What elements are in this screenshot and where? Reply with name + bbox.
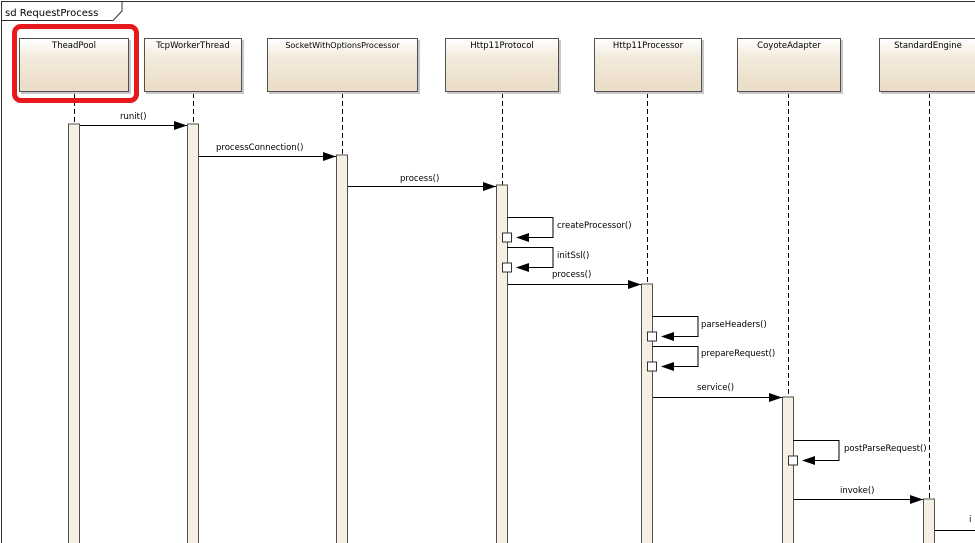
self-call-head-createprocessor xyxy=(516,233,529,242)
nested-activation-preparerequest xyxy=(647,361,657,372)
self-call-preparerequest xyxy=(652,346,699,367)
message-label-parseheaders: parseHeaders() xyxy=(701,320,767,330)
participant-box-standardengine[interactable] xyxy=(879,38,975,92)
activation-bar-tcpworkerthread xyxy=(187,123,199,543)
nested-activation-initssl xyxy=(502,262,512,273)
nested-activation-createprocessor xyxy=(502,232,512,243)
message-arrow-process-2-head xyxy=(628,280,641,289)
participant-name-tcpworkerthread: TcpWorkerThread xyxy=(156,41,230,51)
activation-bar-http11protocol xyxy=(496,184,508,543)
activation-bar-socketwithoptionsprocessor xyxy=(336,154,348,543)
participant-box-theadpool[interactable] xyxy=(19,38,129,92)
message-label-truncated: i xyxy=(969,515,972,525)
self-call-parseheaders xyxy=(652,316,699,337)
message-arrow-invoke-head xyxy=(910,495,923,504)
self-call-initssl xyxy=(507,247,554,268)
self-call-head-initssl xyxy=(516,263,529,272)
frame-label-tab xyxy=(1,1,123,21)
message-label-process-1: process() xyxy=(400,174,440,184)
participant-name-coyoteadapter: CoyoteAdapter xyxy=(757,41,821,51)
activation-bar-coyoteadapter xyxy=(782,396,794,543)
activation-bar-theadpool xyxy=(68,123,80,543)
participant-box-socketwithoptionsprocessor[interactable] xyxy=(267,38,418,92)
self-call-head-preparerequest xyxy=(661,362,674,371)
activation-bar-http11processor xyxy=(641,283,653,543)
self-call-createprocessor xyxy=(507,217,554,238)
message-label-processconnection: processConnection() xyxy=(216,143,304,153)
activation-bar-standardengine xyxy=(923,498,935,543)
participant-name-theadpool: TheadPool xyxy=(52,41,96,51)
frame-label: sd RequestProcess xyxy=(5,8,99,19)
message-arrow-process-1-head xyxy=(483,182,496,191)
self-call-head-postparserequest xyxy=(802,456,815,465)
participant-name-socketwithoptionsprocessor: SocketWithOptionsProcessor xyxy=(285,41,400,50)
message-arrow-processconnection-head xyxy=(323,152,336,161)
self-call-head-parseheaders xyxy=(661,332,674,341)
nested-activation-parseheaders xyxy=(647,331,657,342)
message-label-service: service() xyxy=(697,383,735,393)
message-label-process-2: process() xyxy=(552,270,592,280)
self-call-postparserequest xyxy=(793,440,840,461)
participant-name-standardengine: StandardEngine xyxy=(894,41,962,51)
message-label-invoke: invoke() xyxy=(840,486,875,496)
message-label-preparerequest: prepareRequest() xyxy=(701,349,776,359)
message-label-postparserequest: postParseRequest() xyxy=(844,444,927,454)
message-arrow-runit-head xyxy=(174,121,187,130)
message-label-createprocessor: createProcessor() xyxy=(557,221,632,231)
message-label-runit: runit() xyxy=(120,112,147,122)
participant-name-http11processor: Http11Processor xyxy=(612,41,684,51)
participant-box-tcpworkerthread[interactable] xyxy=(144,38,242,92)
participant-box-http11protocol[interactable] xyxy=(445,38,559,92)
participant-name-http11protocol: Http11Protocol xyxy=(470,41,534,51)
participant-box-http11processor[interactable] xyxy=(594,38,702,92)
participant-box-coyoteadapter[interactable] xyxy=(737,38,841,92)
message-arrow-service-head xyxy=(769,393,782,402)
message-label-initssl: initSsl() xyxy=(557,251,590,261)
nested-activation-postparserequest xyxy=(788,455,798,466)
highlight-rectangle xyxy=(12,24,139,103)
